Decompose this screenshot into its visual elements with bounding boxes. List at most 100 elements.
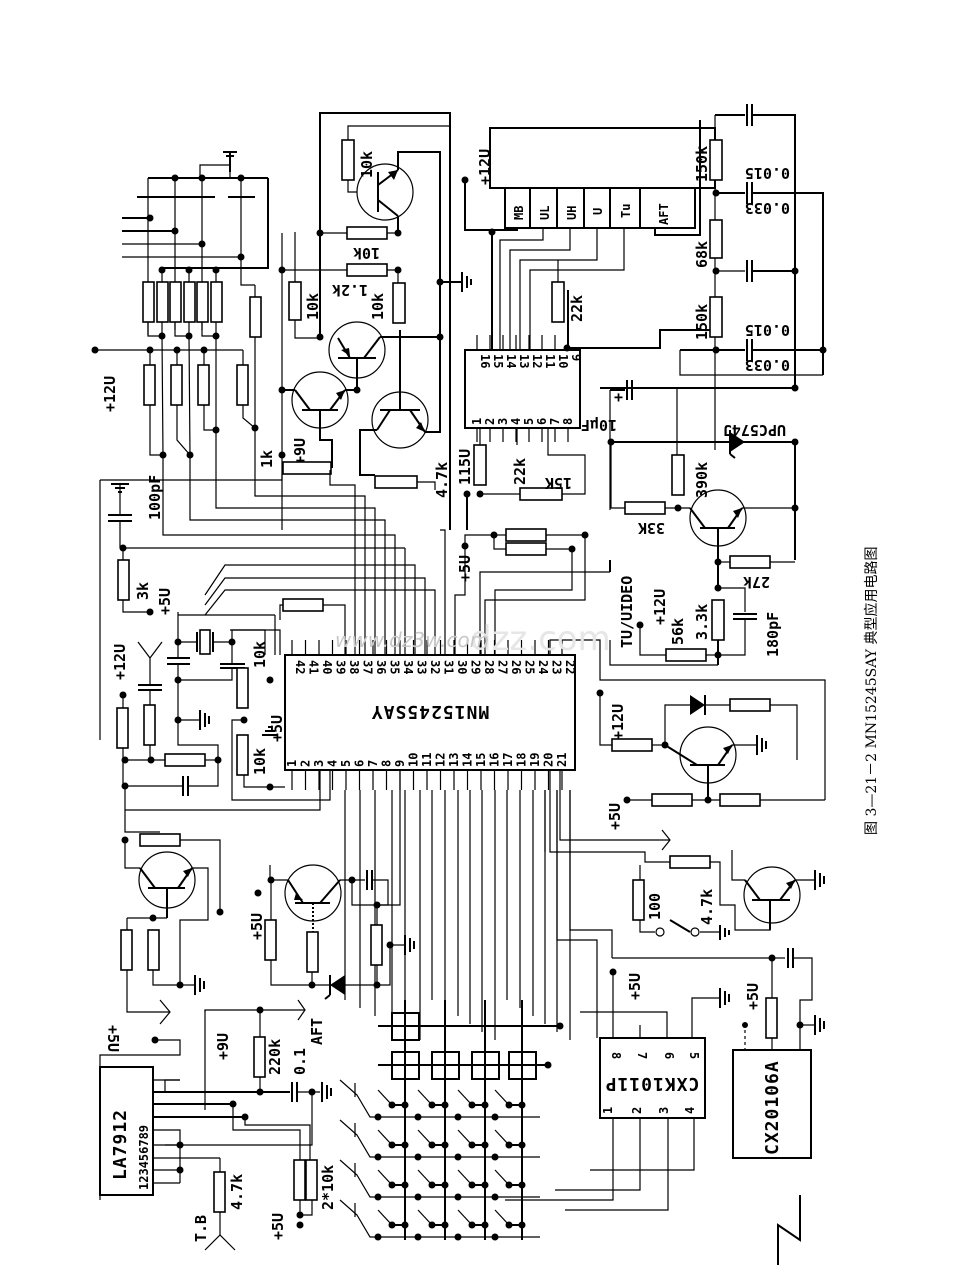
label-0-015-b: 0.015 <box>745 321 790 339</box>
resistor-parallel-b <box>505 542 547 556</box>
main-ic-pin-32: 32 <box>428 660 442 674</box>
label-390k: 390k <box>693 462 711 498</box>
tuner-pin-tu: Tu <box>619 204 633 218</box>
la7912-ic: LA7912 123456789 4.7k T.B 2*10k +5U <box>99 1066 337 1251</box>
resistor-power-out <box>719 793 761 807</box>
resistor-pullup-4 <box>236 364 249 406</box>
lower-left-transistors: +5U +5U <box>99 770 415 1200</box>
cxk-pin-8: 8 <box>609 1052 623 1059</box>
label-27k: 27k <box>743 573 770 591</box>
label-10k-e: 10k <box>251 641 269 668</box>
label-22k-b: 22k <box>568 295 586 322</box>
label-10uf: 10μF <box>581 416 617 434</box>
tuner-pin-ul: UL <box>538 206 552 220</box>
regulator-label: UPC574J <box>723 421 786 439</box>
resistor-2x10k-a <box>293 1159 306 1201</box>
label-12u-d: +12U <box>111 644 129 680</box>
watermark-ghost: dzz.com <box>470 619 611 659</box>
resistor-pullup-1 <box>143 364 156 406</box>
main-ic-pin-18: 18 <box>515 753 529 767</box>
resistor-220k <box>253 1036 266 1078</box>
label-4-7k-c: 4.7k <box>228 1174 246 1210</box>
resistor-array-4 <box>183 281 196 323</box>
main-ic-pin-39: 39 <box>334 660 348 674</box>
label-aft: AFT <box>308 1018 326 1045</box>
resistor-q9-a <box>264 919 277 961</box>
label-150k-b: 150k <box>693 304 711 340</box>
label-5u-g: +5U <box>104 1025 122 1052</box>
label-15k: 15K <box>545 474 572 492</box>
label-10k-f: 10k <box>251 748 269 775</box>
resistor-array-6 <box>210 281 223 323</box>
tuner-pin-u: U <box>591 208 605 215</box>
cxk-pin-6: 6 <box>662 1052 676 1059</box>
upper-left-resistor-array: +12U 1k 100pF <box>91 151 466 740</box>
key-matrix <box>339 1000 564 1241</box>
label-tb: T.B <box>192 1215 210 1242</box>
mid-resistor-network: 115U 15K 22k +5U <box>456 428 610 655</box>
resistor-10k-f <box>236 734 249 776</box>
main-ic-bottom-leads <box>291 770 613 1040</box>
main-ic-pin-38: 38 <box>347 660 361 674</box>
diode-icon <box>690 695 705 715</box>
filter-network: 150k 0.015 0.033 68k 150k 0.015 0.033 <box>600 104 827 450</box>
main-ic-pin-33: 33 <box>415 660 429 674</box>
label-2x10k: 2*10k <box>319 1165 337 1210</box>
main-ic-pin-8: 8 <box>380 760 394 767</box>
label-5u-c: +5U <box>268 715 286 742</box>
label-5u-e: +5U <box>626 973 644 1000</box>
resistor-power-fb <box>729 698 771 712</box>
resistor-cx <box>765 997 778 1039</box>
main-ic-pin-7: 7 <box>366 760 380 767</box>
main-ic-pin-1: 1 <box>285 760 299 767</box>
tuner-pin-aft: AFT <box>657 203 671 225</box>
la7912-body <box>99 1066 154 1196</box>
resistor-3-3k <box>711 599 725 641</box>
resistor-10k-top <box>341 139 355 181</box>
main-ic-pin-19: 19 <box>528 753 542 767</box>
band-ic-pin-3: 3 <box>496 418 510 425</box>
main-ic-body <box>284 654 576 771</box>
main-ic-pin-11: 11 <box>420 753 434 767</box>
label-0-033-b: 0.033 <box>745 356 790 374</box>
resistor-power-base <box>611 738 653 752</box>
label-22k-a: 22k <box>511 458 529 485</box>
label-5u-d: +5U <box>606 803 624 830</box>
main-ic-label: MN15245SAY <box>371 701 489 722</box>
main-ic-pin-31: 31 <box>442 660 456 674</box>
resistor-1k-path <box>249 296 262 338</box>
band-ic-pin-12: 12 <box>530 354 544 368</box>
label-115u: 115U <box>456 449 474 485</box>
resistor-12u-feed <box>116 707 129 749</box>
main-ic-pin-29: 29 <box>469 660 483 674</box>
main-ic-pin-30: 30 <box>455 660 469 674</box>
band-ic-pin-16: 16 <box>478 354 492 368</box>
tuner-body <box>489 127 716 189</box>
label-220k: 220k <box>266 1039 284 1075</box>
resistor-10k-left <box>288 281 302 321</box>
label-4-7k-b: 4.7k <box>698 889 716 925</box>
main-ic-pin-20: 20 <box>542 753 556 767</box>
main-ic-pin-40: 40 <box>320 660 334 674</box>
label-9u-b: +9U <box>214 1033 232 1060</box>
oscillator-area: +12U 10k 10k +5U <box>111 612 331 811</box>
band-ic-pin-15: 15 <box>491 354 505 368</box>
resistor-10k-horiz <box>346 226 388 240</box>
main-ic-pin-15: 15 <box>474 753 488 767</box>
main-ic-pin-25: 25 <box>523 660 537 674</box>
main-ic-pin-2: 2 <box>299 760 313 767</box>
main-ic-pin-17: 17 <box>501 753 515 767</box>
main-ic-pin-21: 21 <box>555 753 569 767</box>
watermark: www.dz3w.com <box>335 628 489 652</box>
resistor-10k-right <box>392 282 406 324</box>
main-ic-pin-34: 34 <box>401 660 415 674</box>
resistor-pullup-3 <box>197 364 210 406</box>
band-ic-body <box>464 349 581 429</box>
main-ic-pin-14: 14 <box>461 753 475 767</box>
band-ic-pin-7: 7 <box>548 418 562 425</box>
label-3-3k: 3.3k <box>693 604 711 640</box>
resistor-10k-e <box>236 667 249 709</box>
resistor-parallel-a <box>505 528 547 542</box>
tuner-pin-mb: MB <box>512 206 526 220</box>
